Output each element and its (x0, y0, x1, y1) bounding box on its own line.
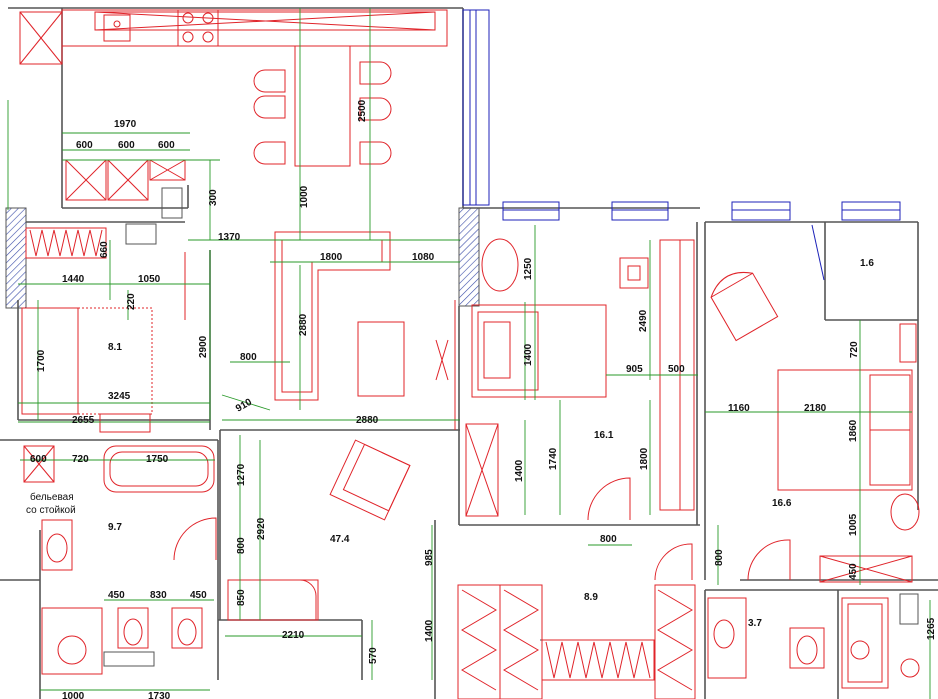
dim-label: 600 (76, 140, 93, 151)
dim-label: 600 (118, 140, 135, 151)
dim-label: 1160 (728, 403, 750, 414)
dim-label: 450 (190, 590, 207, 601)
dim-label: 2655 (72, 415, 95, 426)
dim-label: 720 (72, 454, 89, 465)
dim-label: 570 (368, 647, 379, 664)
room-area-label: 8.9 (584, 592, 598, 603)
room-area-label: 3.7 (748, 618, 762, 629)
dim-label: 2900 (198, 335, 209, 358)
dim-label: 985 (424, 549, 435, 566)
dim-label: 1700 (36, 349, 47, 372)
dim-label: 3245 (108, 391, 131, 402)
dim-label: 300 (208, 189, 219, 206)
dim-label: 1000 (62, 691, 85, 699)
laundry-label-line2: со стойкой (26, 505, 76, 516)
dimension-lines (7, 8, 931, 699)
dim-label: 905 (626, 364, 643, 375)
laundry-label-line1: бельевая (30, 491, 74, 503)
dim-label: 1270 (236, 463, 247, 486)
room-area-label: 16.6 (772, 498, 792, 509)
dim-label: 600 (30, 454, 47, 465)
dim-label: 720 (849, 341, 860, 358)
dim-label: 1250 (523, 257, 534, 280)
dim-label: 1370 (218, 232, 241, 243)
dim-label: 2500 (357, 99, 368, 122)
dim-label: 2880 (298, 313, 309, 336)
dim-label: 600 (158, 140, 175, 151)
dim-label: 220 (126, 293, 137, 310)
dim-label: 1265 (926, 617, 937, 640)
dim-label: 2880 (356, 415, 379, 426)
wall-hatch-center (458, 207, 480, 307)
dim-label: 1080 (412, 252, 435, 263)
dim-label: 1740 (548, 447, 559, 470)
dim-label: 1440 (62, 274, 85, 285)
walls (0, 7, 938, 699)
dim-label: 800 (600, 534, 617, 545)
room-area-label: 47.4 (330, 534, 350, 545)
room-area-label: 16.1 (594, 430, 614, 441)
dim-label: 830 (150, 590, 167, 601)
dim-label: 2210 (282, 630, 305, 641)
dim-label: 1730 (148, 691, 171, 699)
dim-label: 1000 (299, 185, 310, 208)
dim-label: 660 (99, 241, 110, 258)
dim-label: 1400 (514, 459, 525, 482)
dim-label: 450 (108, 590, 125, 601)
dim-label: 2180 (804, 403, 827, 414)
dim-label: 1860 (848, 419, 859, 442)
dim-label: 450 (848, 563, 859, 580)
room-area-label: 1.6 (860, 258, 874, 269)
dim-label: 800 (240, 352, 257, 363)
dim-label: 1970 (114, 119, 137, 130)
dim-label: 1400 (424, 619, 435, 642)
dim-label: 1005 (848, 513, 859, 536)
dim-label: 2920 (256, 517, 267, 540)
dim-label: 800 (236, 537, 247, 554)
dim-label: 800 (714, 549, 725, 566)
dim-label: 1750 (146, 454, 169, 465)
room-areas: 8.1 1.6 16.1 16.6 9.7 47.4 8.9 3.7 (108, 258, 874, 629)
dim-label: 1800 (320, 252, 343, 263)
windows (462, 9, 901, 281)
dim-label: 1400 (523, 343, 534, 366)
dim-label: 1050 (138, 274, 161, 285)
dim-label: 910 (234, 397, 254, 415)
room-area-label: 8.1 (108, 342, 122, 353)
dim-label: 1800 (639, 447, 650, 470)
room-area-label: 9.7 (108, 522, 122, 533)
dim-label: 2490 (638, 309, 649, 332)
dim-label: 850 (236, 589, 247, 606)
dimension-labels: 1970 600 600 600 2500 300 1000 1370 660 … (30, 99, 937, 699)
dim-label: 500 (668, 364, 685, 375)
wall-hatch-left (5, 207, 27, 309)
